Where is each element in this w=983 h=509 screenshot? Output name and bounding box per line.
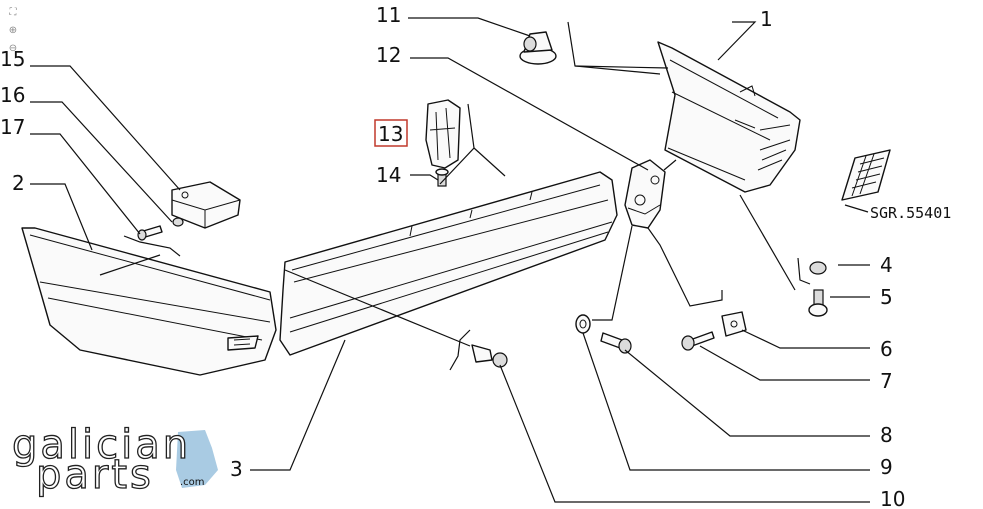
part-10-clip (471, 344, 508, 368)
assembly-lines (99, 21, 811, 371)
callout-12: 12 (376, 43, 401, 67)
brand-map-shape (176, 430, 218, 488)
part-2-left-bumper (21, 227, 277, 376)
callout-17: 17 (0, 115, 25, 139)
callout-13-highlight (374, 119, 408, 147)
part-1-corner-section (657, 41, 801, 193)
callout-labels: 1 2 3 4 5 6 7 8 9 10 11 12 13 14 15 16 1… (0, 3, 905, 509)
part-6-clip-nut (721, 311, 747, 337)
part-17-bolt (137, 225, 163, 241)
callout-9: 9 (880, 455, 893, 479)
part-7-bolt (681, 331, 715, 351)
part-15-bracket-block (171, 181, 241, 229)
brand-logo: galician parts .com (11, 421, 218, 499)
brand-domain: .com (180, 477, 205, 488)
callout-13: 13 (378, 122, 403, 146)
part-4-nut (809, 261, 827, 275)
callout-4: 4 (880, 253, 893, 277)
part-14-screw (435, 168, 449, 187)
leader-lines (30, 17, 870, 503)
callout-16: 16 (0, 83, 25, 107)
callout-15: 15 (0, 47, 25, 71)
callout-1: 1 (760, 7, 773, 31)
part-3-bumper-beam (279, 171, 618, 356)
callout-11: 11 (376, 3, 401, 27)
part-11-grommet (519, 31, 557, 65)
callout-7: 7 (880, 369, 893, 393)
callout-5: 5 (880, 285, 893, 309)
part-5-bolt (808, 289, 828, 317)
part-8-screw (600, 332, 632, 354)
part-16-nut (172, 217, 184, 227)
callout-3: 3 (230, 457, 243, 481)
fullscreen-icon[interactable]: ⛶ (9, 6, 17, 18)
brand-line-1: galician (12, 422, 191, 468)
callout-10: 10 (880, 487, 905, 509)
reference-grille (841, 149, 891, 201)
zoom-out-icon[interactable]: ⊖ (8, 42, 18, 54)
part-13-support-bracket (425, 99, 461, 169)
zoom-in-icon[interactable]: ⊕ (8, 24, 18, 36)
part-9-washer (575, 314, 591, 334)
part-12-corner-bracket (624, 159, 666, 229)
reference-code: SGR.55401 (870, 204, 951, 222)
callout-14: 14 (376, 163, 401, 187)
brand-line-2: parts (36, 452, 154, 498)
callout-2: 2 (12, 171, 25, 195)
callout-8: 8 (880, 423, 893, 447)
callout-6: 6 (880, 337, 893, 361)
